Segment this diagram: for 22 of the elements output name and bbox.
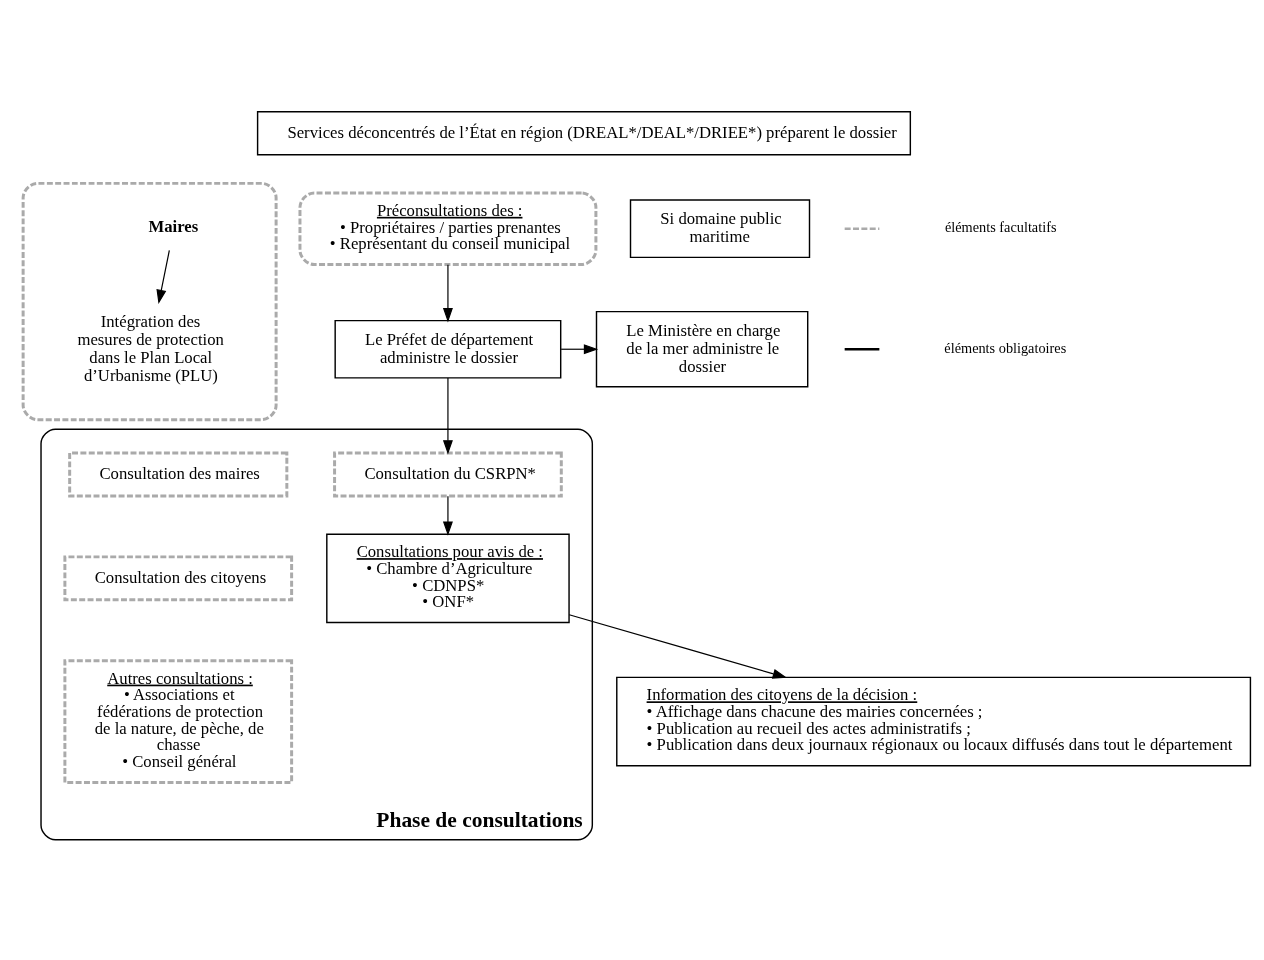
arrow — [442, 263, 453, 322]
arrow — [156, 249, 170, 304]
cluster — [21, 181, 278, 421]
legend-label: éléments facultatifs — [944, 218, 1057, 235]
legend-label: éléments obligatoires — [944, 339, 1067, 356]
node-box: Autres consultations : • Associations et fédérations de protection de la nature, de pèche, de chasse • Conseil général — [63, 658, 294, 784]
arrow — [442, 495, 453, 536]
node-text: Maires — [148, 216, 199, 236]
node-box: Le Préfet de département administre le dossier — [334, 319, 562, 379]
arrow — [442, 376, 453, 455]
node-box: Information des citoyens de la décision : • Affichage dans chacune des mairies concernées ; • Publication au recueil des actes administratifs ; • Publication dans deux journaux régionaux ou locaux diffusés dans tout le département — [616, 676, 1252, 766]
node-box: Préconsultations des : • Propriétaires / parties prenantes • Représentant du conseil municipal — [298, 190, 598, 266]
node-box: Consultations pour avis de : • Chambre d’Agriculture • CDNPS* • ONF* — [326, 533, 570, 623]
node-box: Consultation du CSRPN* — [333, 451, 563, 497]
node-box: Consultation des maires — [68, 451, 289, 497]
arrow — [560, 343, 599, 354]
node-text: Intégration des mesures de protection dans le Plan Local d’Urbanisme (PLU) — [77, 311, 224, 384]
node-box: Services déconcentrés de l’État en région (DREAL*/DEAL*/DRIEE*) préparent le dossier — [256, 110, 912, 155]
node-box: Si domaine public maritime — [629, 198, 811, 258]
arrow — [568, 613, 787, 679]
node-box: Consultation des citoyens — [63, 554, 294, 601]
node-box: Le Ministère en charge de la mer administre le dossier — [595, 310, 809, 388]
